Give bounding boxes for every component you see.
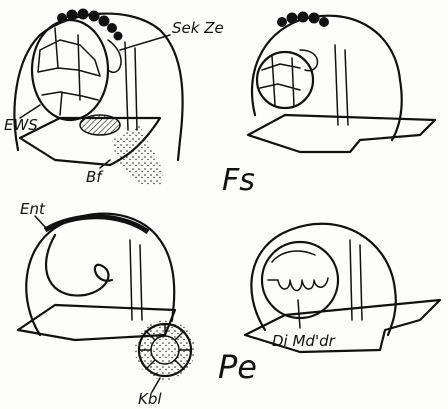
kbl-ring xyxy=(135,320,195,380)
label-kbl: Kbl xyxy=(138,390,162,408)
stippled-body xyxy=(112,125,163,186)
yolk-cells xyxy=(260,56,300,106)
label-bf: Bf xyxy=(86,168,104,186)
label-line-dimddr xyxy=(298,300,300,328)
label-di-md-dr: Di Md'dr xyxy=(272,332,336,350)
label-sek-ze: Sek Ze xyxy=(172,19,224,37)
panel-top-right xyxy=(248,12,435,153)
hatched-organ xyxy=(80,115,120,135)
foot-outline xyxy=(248,115,435,152)
panel-bottom-left xyxy=(18,214,195,392)
label-pe: Pe xyxy=(218,348,257,386)
gut-loop xyxy=(46,235,112,296)
yolk-cell-mass xyxy=(32,20,108,120)
digestive-gland-folds xyxy=(268,251,328,291)
panel-top-left xyxy=(14,9,182,186)
shell-outline xyxy=(26,214,174,335)
label-fs: Fs xyxy=(222,163,255,198)
inner-duct xyxy=(300,45,348,125)
label-ews: EWS xyxy=(4,116,38,134)
label-ent: Ent xyxy=(20,200,46,218)
label-line-sekze xyxy=(120,35,170,50)
secretory-cells xyxy=(277,12,329,28)
yolk-cell-mass xyxy=(257,52,313,108)
